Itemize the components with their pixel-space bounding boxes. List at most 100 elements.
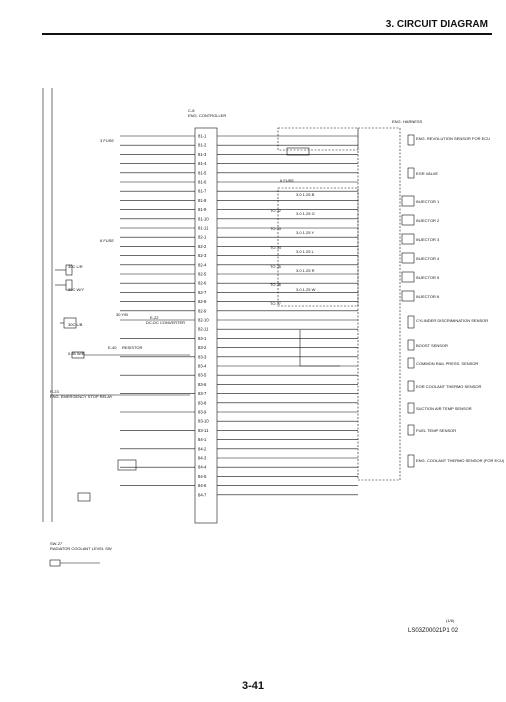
- wires-right: [217, 135, 358, 496]
- pin-label-13: 82-3: [198, 253, 207, 258]
- header-rule: [42, 33, 492, 35]
- sensor-label-inj5: INJECTOR 5: [416, 275, 440, 280]
- to-j4: TO J4: [270, 245, 282, 250]
- pin-label-23: 83-2: [198, 345, 207, 350]
- sensor-box-inj4: [401, 252, 415, 264]
- wire-code-3: 30C L/B: [68, 322, 83, 327]
- stop-relay-label: ENG. EMERGENCY STOP RELAY: [50, 394, 113, 399]
- resistor-label: RESISTOR: [122, 345, 142, 350]
- sensor-box-boost: [407, 339, 415, 351]
- sensor-box-inj5: [401, 271, 415, 283]
- page-number: 3-41: [241, 680, 265, 692]
- wire-code-1: 30C L/R: [68, 264, 83, 269]
- fuse-label-3: 6 FUSE: [280, 178, 294, 183]
- sensor-box-inj3: [401, 233, 415, 245]
- sensor-label-revolution: ENG. REVOLUTION SENSOR FOR ECU: [416, 136, 490, 141]
- pin-label-29: 83-8: [198, 400, 207, 405]
- sensor-label-inj3: INJECTOR 3: [416, 237, 440, 242]
- sw27-box: [49, 559, 61, 567]
- pin-label-4: 81-5: [198, 170, 207, 175]
- to-j5: TO J5: [270, 264, 282, 269]
- sensor-label-cyl: CYLINDER DISCRIMINATION SENSOR: [416, 318, 488, 323]
- pin-label-27: 83-6: [198, 382, 207, 387]
- coil-box: [117, 459, 137, 471]
- pin-label-15: 82-5: [198, 272, 207, 277]
- page-title: 3. CIRCUIT DIAGRAM: [385, 19, 488, 30]
- to-j7: TO J7: [270, 301, 282, 306]
- wire-code-2: 30C W/Y: [68, 287, 84, 292]
- harness-name: ENG. HARNESS: [392, 119, 423, 124]
- pin-label-21: 82-11: [198, 327, 209, 332]
- sensor-label-inj6: INJECTOR 6: [416, 294, 440, 299]
- sensor-label-egr: EGR VALVE: [416, 171, 438, 176]
- pin-label-5: 81-6: [198, 180, 207, 185]
- pin-label-14: 82-4: [198, 262, 207, 267]
- fuse-label-2: 6 FUSE: [100, 238, 114, 243]
- pin-label-7: 81-8: [198, 198, 207, 203]
- sensor-label-coolant: ENG. COOLANT THERMO SENSOR (FOR ECU): [416, 458, 505, 463]
- pin-label-25: 83-4: [198, 364, 207, 369]
- controller-ref: C-8: [188, 108, 195, 113]
- sensor-box-fuel: [407, 424, 415, 436]
- sensor-box-suction: [407, 402, 415, 414]
- sensor-label-inj2: INJECTOR 2: [416, 218, 440, 223]
- resistor-ref: E-40: [108, 345, 117, 350]
- radiator-ref: SW-27: [50, 541, 63, 546]
- pin-label-28: 83-7: [198, 391, 207, 396]
- pin-label-24: 83-3: [198, 354, 207, 359]
- inj-wire-4: 3.0 1.25 L: [296, 249, 315, 254]
- sensor-box-revolution: [407, 134, 415, 146]
- sensor-box-inj1: [401, 195, 415, 207]
- sensor-label-boost: BOOST SENSOR: [416, 343, 448, 348]
- sensor-label-rail: COMMON RAIL PRESS. SENSOR: [416, 361, 478, 366]
- pin-label-12: 82-2: [198, 244, 207, 249]
- pin-label-20: 82-10: [198, 318, 209, 323]
- pin-label-8: 81-9: [198, 207, 207, 212]
- wires-left: [120, 135, 195, 486]
- sensor-box-rail: [407, 357, 415, 369]
- pin-label-16: 82-6: [198, 281, 207, 286]
- pin-label-2: 81-3: [198, 152, 207, 157]
- controller-body: [194, 127, 218, 524]
- wire-code-5: 30 Y/B: [116, 312, 128, 317]
- inj-wire-3: 3.0 1.25 Y: [296, 230, 314, 235]
- controller-name: ENG. CONTROLLER: [188, 113, 226, 118]
- pin-label-11: 82-1: [198, 235, 207, 240]
- wire-code-4: 0.85 W/B: [68, 351, 85, 356]
- sensor-box-coolant: [407, 454, 415, 468]
- to-j2: TO J2: [270, 208, 282, 213]
- pin-label-3: 81-4: [198, 161, 207, 166]
- to-j6: TO J6: [270, 282, 282, 287]
- harness-box-top: [277, 127, 359, 151]
- pin-label-39: 84-7: [198, 492, 207, 497]
- stop-relay-ref: R-23: [50, 389, 59, 394]
- sensor-box-egr: [407, 167, 415, 179]
- pin-label-10: 81-11: [198, 226, 209, 231]
- sensor-label-eor: EOR COOLANT THERMO SENSOR: [416, 384, 482, 389]
- doc-ref: (1/6): [446, 618, 455, 623]
- pin-label-34: 84-2: [198, 446, 207, 451]
- inj-wire-6: 3.0 1.25 W: [296, 287, 316, 292]
- pin-label-22: 83-1: [198, 336, 207, 341]
- pin-label-1: 81-2: [198, 143, 207, 148]
- pin-label-35: 84-3: [198, 456, 207, 461]
- sensor-label-fuel: FUEL TEMP SENSOR: [416, 428, 456, 433]
- pin-label-32: 83-11: [198, 428, 209, 433]
- sensor-box-inj6: [401, 290, 415, 302]
- radiator-label: RADIATOR COOLANT LEVEL SW: [50, 546, 112, 551]
- sensor-box-eor: [407, 380, 415, 392]
- fuse-label-1: 3 FUSE: [100, 138, 114, 143]
- pin-label-19: 82-9: [198, 308, 207, 313]
- pin-label-30: 83-9: [198, 410, 207, 415]
- dc-converter-ref: E-22: [150, 315, 159, 320]
- pin-label-0: 81-1: [198, 134, 207, 139]
- pin-label-38: 84-6: [198, 483, 207, 488]
- fuse-block: [286, 147, 310, 156]
- pin-label-36: 84-4: [198, 465, 207, 470]
- sensor-label-suction: SUCTION AIR TEMP SENSOR: [416, 406, 472, 411]
- inj-wire-1: 3.0 1.25 B: [296, 192, 315, 197]
- to-j3: TO J3: [270, 226, 282, 231]
- pin-label-33: 84-1: [198, 437, 207, 442]
- radiator-sw-box: [77, 492, 91, 502]
- pin-label-18: 82-8: [198, 299, 207, 304]
